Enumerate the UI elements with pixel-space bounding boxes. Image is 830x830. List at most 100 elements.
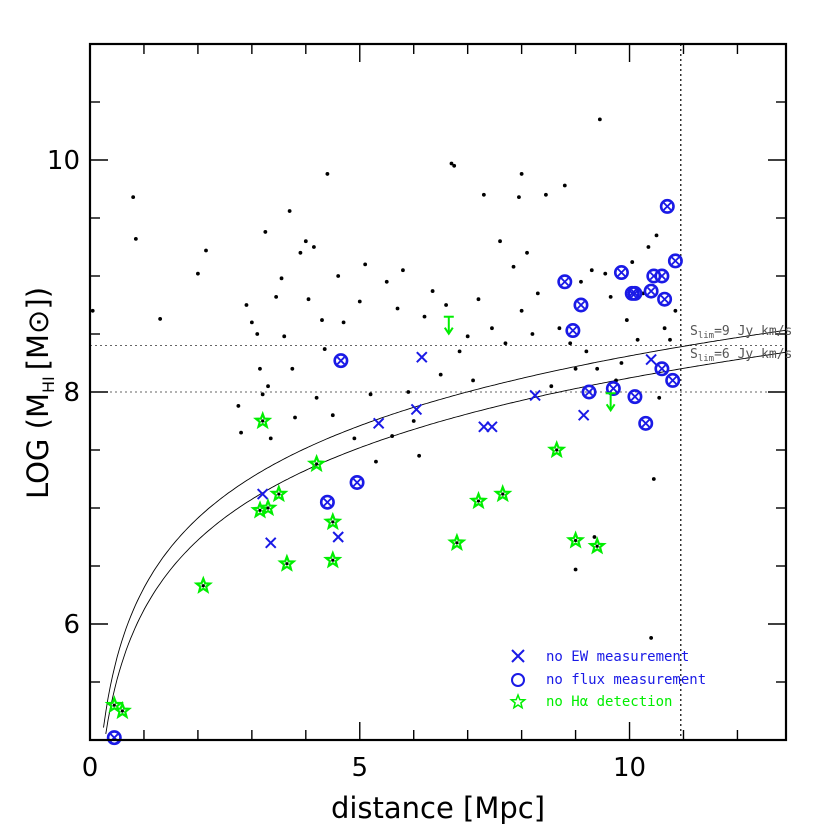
data-point bbox=[320, 318, 324, 322]
data-point bbox=[589, 268, 594, 273]
limit-curve-0 bbox=[103, 329, 787, 728]
no-halpha-marker bbox=[565, 530, 586, 549]
no-flux-cross bbox=[630, 392, 640, 401]
no-ew-stroke bbox=[416, 351, 428, 363]
data-point bbox=[374, 459, 378, 464]
data-point bbox=[384, 279, 389, 284]
no-flux-ring bbox=[627, 285, 643, 301]
data-point bbox=[584, 349, 589, 354]
no-flux-marker bbox=[319, 494, 335, 510]
data-point bbox=[131, 195, 136, 200]
no-halpha-star bbox=[468, 490, 488, 510]
no-halpha-marker bbox=[493, 484, 513, 503]
no-halpha-center bbox=[476, 499, 481, 503]
no-ew-marker bbox=[416, 351, 428, 363]
no-halpha-marker bbox=[587, 536, 607, 555]
data-point bbox=[517, 195, 521, 200]
data-point bbox=[204, 248, 208, 253]
data-point bbox=[133, 236, 138, 241]
no-halpha-star bbox=[565, 530, 586, 549]
no-flux-cross bbox=[657, 271, 667, 281]
legend-marker-no-halpha bbox=[509, 692, 527, 710]
data-point bbox=[562, 183, 567, 188]
data-point bbox=[255, 332, 260, 336]
no-flux-ring bbox=[646, 268, 662, 284]
no-flux-ring bbox=[667, 253, 683, 269]
no-halpha-star bbox=[193, 575, 213, 594]
no-halpha-star bbox=[587, 536, 607, 555]
data-point bbox=[290, 366, 295, 371]
no-flux-ring bbox=[333, 353, 349, 369]
no-flux-marker bbox=[638, 415, 654, 431]
no-ew-marker bbox=[256, 488, 269, 500]
data-point bbox=[657, 395, 662, 400]
data-point bbox=[244, 303, 249, 307]
no-flux-marker bbox=[581, 384, 597, 400]
data-point bbox=[544, 192, 548, 197]
no-halpha-star bbox=[269, 484, 289, 503]
data-point bbox=[260, 392, 265, 397]
no-flux-ring bbox=[613, 265, 629, 281]
data-point bbox=[298, 250, 303, 255]
no-flux-ring bbox=[659, 198, 675, 214]
no-flux-cross bbox=[584, 387, 594, 397]
no-halpha-star bbox=[253, 410, 273, 430]
no-ew-marker bbox=[478, 421, 490, 433]
no-flux-ring bbox=[654, 361, 670, 377]
data-point bbox=[630, 260, 635, 264]
data-point bbox=[452, 163, 457, 168]
reference-lines bbox=[90, 44, 786, 740]
data-point bbox=[430, 289, 435, 293]
data-point bbox=[282, 334, 287, 339]
no-halpha-marker bbox=[193, 575, 213, 594]
data-point bbox=[239, 430, 243, 435]
data-point bbox=[557, 326, 562, 331]
data-point bbox=[266, 384, 270, 389]
data-point bbox=[444, 303, 448, 307]
no-halpha-marker bbox=[323, 550, 343, 569]
data-point bbox=[592, 535, 597, 539]
data-point bbox=[422, 314, 427, 319]
data-point bbox=[268, 436, 273, 441]
no-ew-stroke bbox=[529, 389, 541, 402]
no-halpha-center bbox=[555, 448, 559, 452]
data-point bbox=[303, 239, 308, 244]
data-point bbox=[549, 384, 554, 389]
no-ew-marker bbox=[372, 417, 385, 430]
data-point bbox=[158, 317, 163, 321]
no-halpha-marker bbox=[547, 439, 567, 459]
data-point bbox=[619, 361, 624, 365]
no-flux-cross bbox=[568, 326, 578, 335]
data-point bbox=[490, 326, 494, 331]
no-halpha-center bbox=[261, 419, 265, 423]
no-halpha-center bbox=[120, 709, 124, 713]
no-flux-marker bbox=[613, 265, 629, 281]
no-flux-ring bbox=[565, 323, 581, 339]
no-ew-stroke bbox=[410, 403, 423, 416]
no-halpha-center bbox=[201, 584, 205, 588]
data-point bbox=[449, 161, 454, 166]
data-point bbox=[395, 306, 400, 311]
data-point bbox=[668, 337, 672, 342]
no-flux-marker bbox=[654, 361, 670, 377]
data-point bbox=[274, 294, 279, 299]
no-ew-marker bbox=[410, 403, 423, 416]
no-halpha-marker bbox=[258, 497, 278, 517]
data-point bbox=[236, 404, 241, 408]
no-flux-ring bbox=[573, 297, 589, 313]
no-flux-ring bbox=[665, 372, 681, 388]
no-halpha-center bbox=[573, 538, 578, 543]
no-halpha-center bbox=[501, 492, 505, 496]
data-point bbox=[595, 366, 600, 371]
data-point bbox=[673, 308, 678, 313]
data-point bbox=[519, 308, 524, 313]
data-point bbox=[481, 192, 486, 197]
upper-limit-head bbox=[443, 327, 454, 336]
no-flux-marker bbox=[643, 283, 659, 299]
no-halpha-center bbox=[277, 492, 281, 496]
y-tick-label: 10 bbox=[47, 146, 80, 176]
data-point bbox=[363, 262, 368, 267]
no-halpha-center bbox=[331, 520, 335, 524]
legend-marker-no-flux bbox=[511, 673, 525, 687]
no-flux-cross bbox=[352, 478, 362, 487]
